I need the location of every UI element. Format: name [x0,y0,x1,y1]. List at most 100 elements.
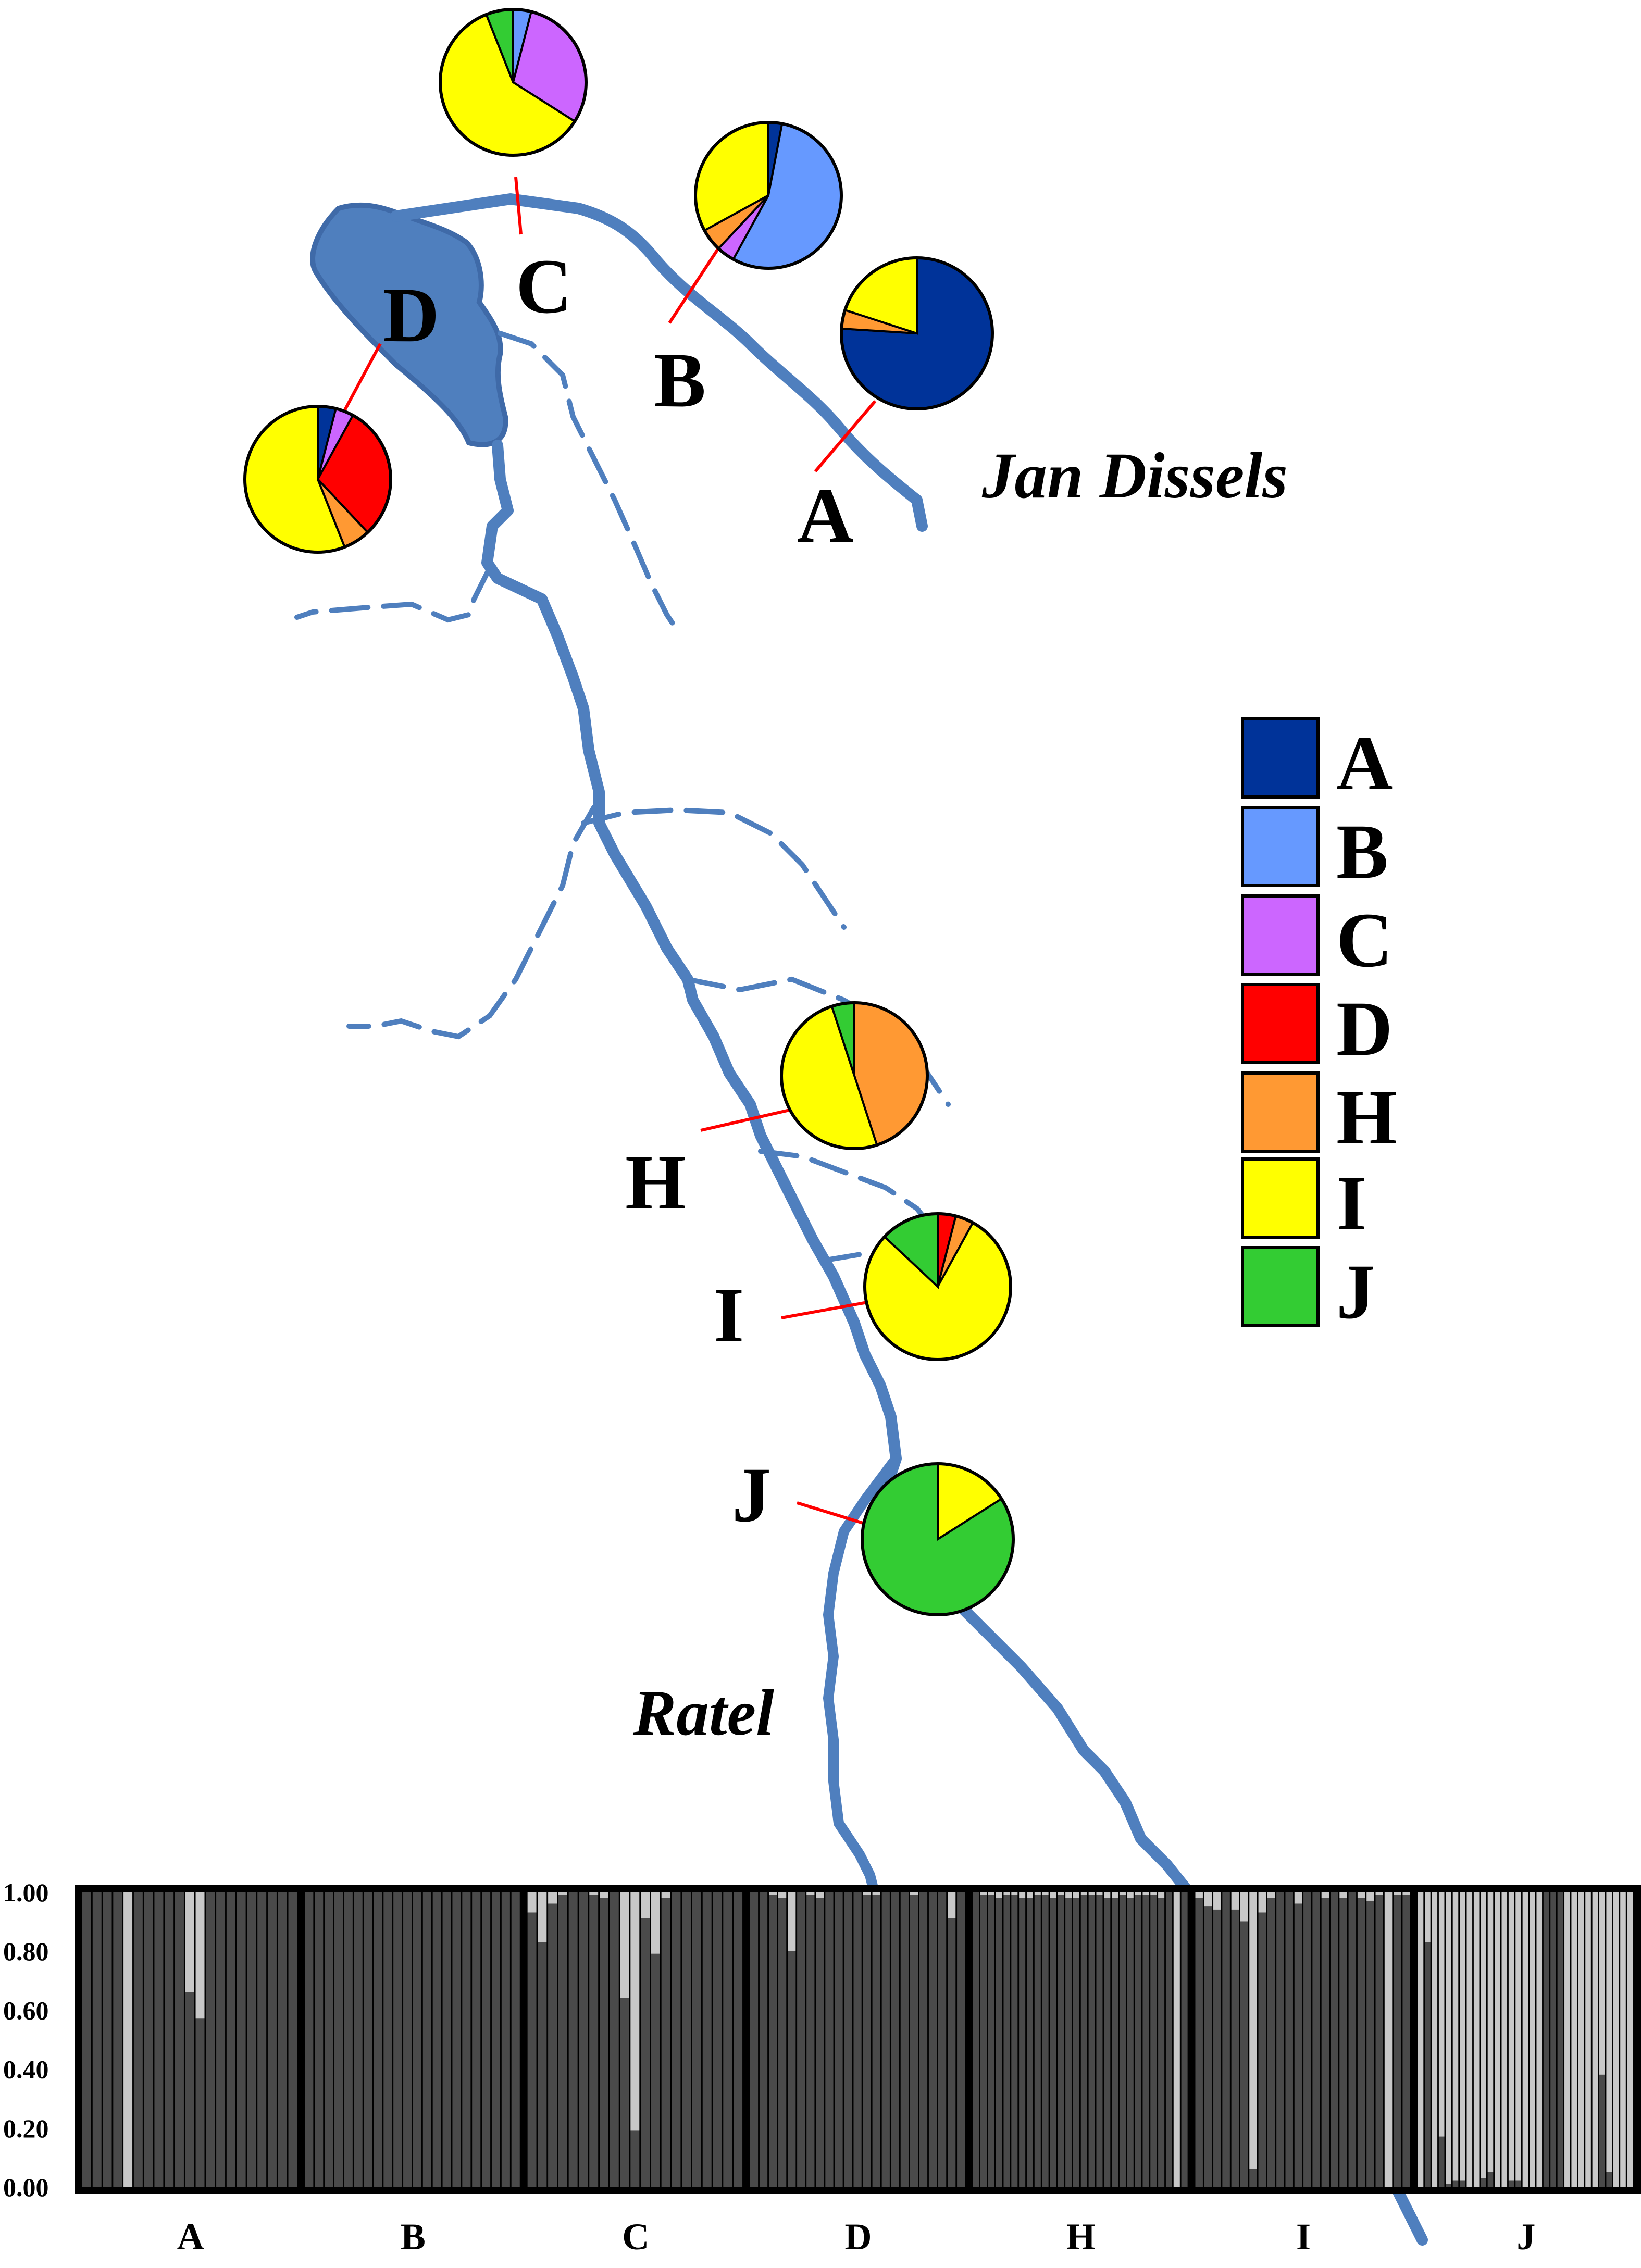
bar-segment-light-h-5 [1003,1892,1010,1895]
bar-segment-dark-d-18 [910,1895,918,2187]
legend-swatch-h [1241,1071,1320,1153]
bar-segment-dark-i-5 [1231,1909,1239,2187]
bar-segment-dark-h-12 [1058,1895,1064,2187]
bar-group-divider-4 [966,1892,973,2187]
legend-label-c: C [1336,897,1393,983]
bar-segment-dark-d-19 [919,1892,928,2187]
bar-segment-dark-j-5 [1446,2184,1451,2187]
bar-segment-light-c-2 [538,1892,547,1942]
bar-segment-dark-a-15 [226,1892,235,2187]
bar-segment-light-h-6 [1011,1892,1018,1895]
site-label-c: C [516,243,572,330]
bar-segment-dark-d-22 [948,1918,956,2187]
bar-segment-dark-d-15 [881,1892,890,2187]
bar-segment-light-j-8 [1466,1892,1473,2187]
bar-segment-light-i-9 [1267,1892,1275,1898]
bar-segment-light-c-3 [548,1892,557,1904]
site-label-d: D [383,272,439,358]
bar-segment-dark-d-12 [853,1892,862,2187]
bar-segment-dark-a-1 [82,1892,91,2187]
bar-plot-y-axis: 1.000.800.600.400.200.00 [3,1878,49,2202]
bar-segment-dark-c-10 [620,1998,629,2187]
bar-segment-light-h-12 [1058,1892,1064,1895]
bar-segment-dark-c-11 [630,2130,640,2187]
tributary-low-east [758,1149,940,1237]
bar-segment-dark-h-22 [1135,1895,1141,2187]
bar-segment-dark-h-13 [1065,1898,1072,2187]
bar-segment-light-i-19 [1357,1892,1365,1898]
bar-segment-light-i-7 [1249,1892,1257,2170]
leader-line-i [781,1301,868,1319]
pie-outline-b [694,121,843,270]
bar-segment-light-j-27 [1599,1892,1605,2075]
bar-plot-frame [75,1885,1641,2194]
bar-segment-dark-i-4 [1222,1892,1230,2187]
bar-y-tick-0-60: 0.60 [3,1996,49,2025]
bar-x-label-h: H [1066,2216,1096,2258]
site-labels: A B C D H I J [383,243,853,1538]
bar-segment-dark-b-2 [315,1892,324,2187]
bar-segment-light-a-12 [195,1892,205,2019]
bar-segment-light-i-6 [1240,1892,1248,1922]
bar-segment-light-j-5 [1446,1892,1451,2184]
river-upper-branch [390,193,928,532]
bar-segment-light-j-4 [1438,1892,1445,2137]
bar-segment-dark-j-4 [1438,2136,1445,2187]
bar-segment-light-j-17 [1530,1892,1535,2187]
bar-segment-light-c-14 [661,1892,670,1898]
bar-segment-light-c-4 [558,1892,567,1895]
bar-segment-dark-d-11 [844,1892,852,2187]
leader-line-a [814,400,877,472]
bar-segment-light-c-8 [600,1892,608,1898]
bar-segment-dark-d-2 [759,1892,768,2187]
bar-segment-dark-h-26 [1165,1892,1172,2187]
bar-segment-dark-d-14 [872,1895,880,2187]
bar-segment-light-c-13 [651,1892,660,1954]
bar-segment-dark-a-10 [175,1892,184,2187]
bar-segment-light-j-3 [1432,1892,1438,2187]
bar-segment-dark-h-3 [988,1895,994,2187]
bar-segment-dark-h-16 [1088,1895,1095,2187]
bar-segment-light-i-22 [1384,1892,1393,2187]
bar-segment-dark-d-6 [797,1892,805,2187]
bar-segment-dark-i-11 [1285,1892,1293,2187]
bar-segment-dark-b-12 [413,1892,422,2187]
legend-swatch-d [1241,983,1320,1064]
bar-segment-dark-a-11 [185,1992,194,2187]
bar-segment-light-i-24 [1402,1892,1410,1895]
bar-segment-light-i-3 [1213,1892,1221,1910]
bar-segment-dark-b-20 [491,1892,501,2187]
bar-x-label-j: J [1516,2216,1535,2258]
bar-segment-dark-b-8 [374,1892,382,2187]
bar-segment-light-c-7 [589,1892,599,1895]
site-leader-lines [340,177,877,1525]
bar-segment-dark-c-1 [527,1912,537,2187]
bar-segment-dark-h-18 [1104,1898,1111,2187]
bar-segment-light-h-24 [1150,1892,1157,1895]
bar-segment-dark-b-9 [383,1892,392,2187]
pie-outline-h [780,1001,929,1150]
bar-segment-dark-j-28 [1606,2172,1612,2187]
bar-segment-light-i-12 [1294,1892,1302,1904]
bar-segment-dark-h-6 [1011,1895,1018,2187]
bar-segment-light-i-8 [1258,1892,1266,1913]
bar-segment-dark-b-4 [334,1892,343,2187]
bar-segment-light-i-5 [1231,1892,1239,1910]
bar-segment-light-h-18 [1104,1892,1111,1898]
bar-segment-dark-h-15 [1080,1895,1087,2187]
bar-segment-dark-h-20 [1119,1895,1126,2187]
bar-segment-dark-b-17 [462,1892,471,2187]
bar-group-divider-6 [1411,1892,1418,2187]
bar-segment-dark-j-2 [1425,1942,1431,2187]
bar-segment-dark-i-14 [1312,1892,1320,2187]
site-i-pie-chart [863,1212,1012,1361]
bar-group-divider-2 [521,1892,528,2187]
bar-segment-dark-h-21 [1127,1898,1134,2187]
bar-segment-light-a-5 [123,1892,133,2187]
site-a-pie-chart [840,256,994,410]
bar-segment-light-j-31 [1627,1892,1633,2187]
bar-segment-light-j-25 [1585,1892,1591,2187]
bar-segment-light-j-30 [1620,1892,1626,2187]
bar-segment-dark-h-10 [1042,1895,1049,2187]
